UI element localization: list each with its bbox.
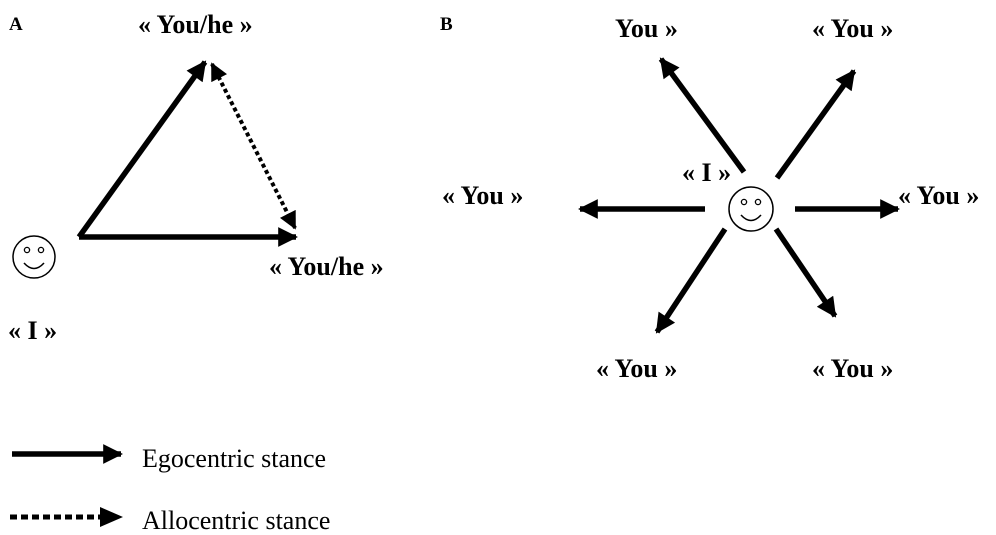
panel-b-lower-right-label: « You » <box>812 354 894 383</box>
panel-b-upper-right-label: « You » <box>812 14 894 43</box>
panel-a-label: A <box>9 14 23 35</box>
panel-b-arrow-upper-right <box>774 69 857 180</box>
panel-b-self-label: « I » <box>682 158 732 187</box>
panel-a-top-label: « You/he » <box>138 10 253 39</box>
panel-b-graphics <box>578 57 900 334</box>
panel-b-upper-left-label: You » <box>615 14 678 43</box>
legend-allocentric-arrow-head-icon <box>100 507 123 527</box>
panel-a-allocentric-arrow <box>210 62 297 230</box>
panel-b-left-label: « You » <box>442 181 524 210</box>
panel-b-smiley-face-icon <box>728 186 774 232</box>
panel-b-arrow-lower-right <box>773 227 838 318</box>
panel-b-arrow-upper-left <box>658 57 747 174</box>
panel-a-self-label: « I » <box>8 316 58 345</box>
panel-b-right-label: « You » <box>898 181 980 210</box>
legend-egocentric-label: Egocentric stance <box>142 444 327 473</box>
panel-b-lower-left-label: « You » <box>596 354 678 383</box>
panel-a-smiley-face-icon <box>12 235 56 279</box>
panel-b-arrow-lower-left <box>654 227 728 334</box>
legend-graphics <box>10 444 123 527</box>
legend-allocentric-label: Allocentric stance <box>142 506 331 535</box>
panel-a-right-label: « You/he » <box>269 252 384 281</box>
panel-b-label: B <box>440 14 453 35</box>
panel-a-egocentric-arrow-up <box>76 60 208 239</box>
panel-a-graphics <box>12 60 298 279</box>
